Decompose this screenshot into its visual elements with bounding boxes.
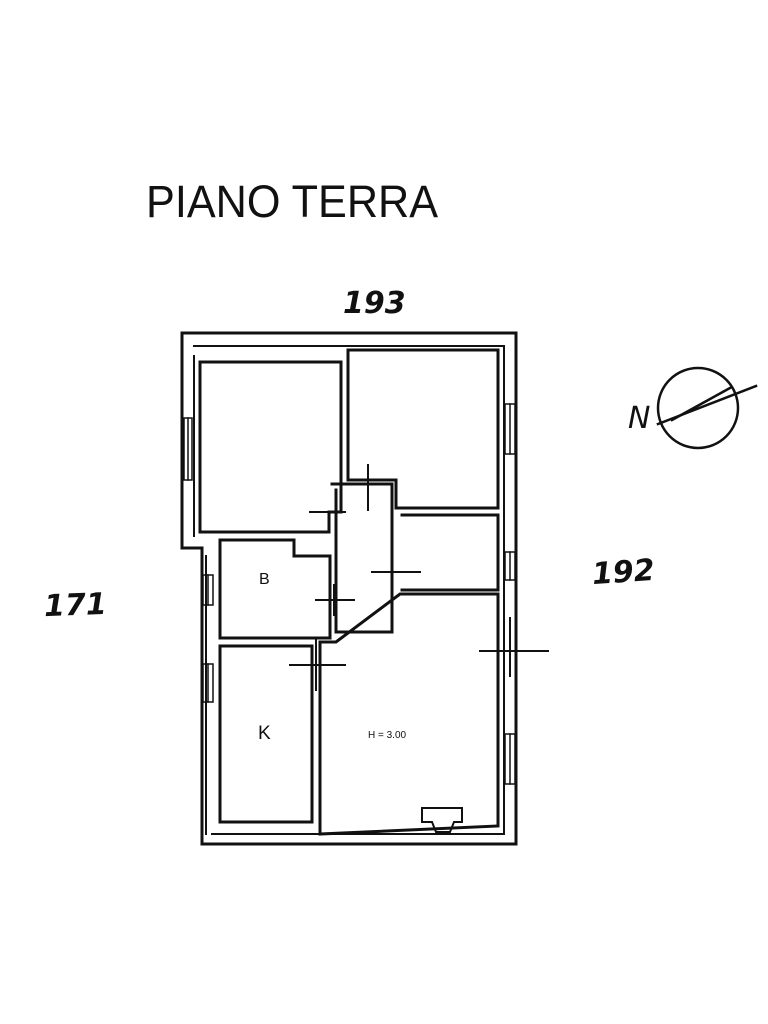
window-markers	[183, 403, 516, 785]
room-living	[318, 592, 500, 836]
room-top-left	[198, 360, 343, 534]
corridor	[330, 482, 394, 634]
floor-title: PIANO TERRA	[146, 176, 439, 227]
kitchen-label: K	[258, 723, 271, 744]
outer-wall	[180, 331, 518, 846]
north-compass-icon	[656, 366, 758, 450]
door-markers	[289, 464, 549, 691]
room-bathroom	[218, 538, 332, 640]
north-label: N	[628, 401, 651, 436]
ceiling-height-label: H = 3.00	[368, 730, 407, 741]
fireplace	[421, 807, 463, 833]
neighbor-number-top: 193	[343, 286, 406, 321]
room-top-right	[346, 348, 500, 510]
bathroom-label: B	[259, 571, 270, 588]
room-mid-right	[400, 513, 500, 592]
room-kitchen	[218, 644, 314, 824]
